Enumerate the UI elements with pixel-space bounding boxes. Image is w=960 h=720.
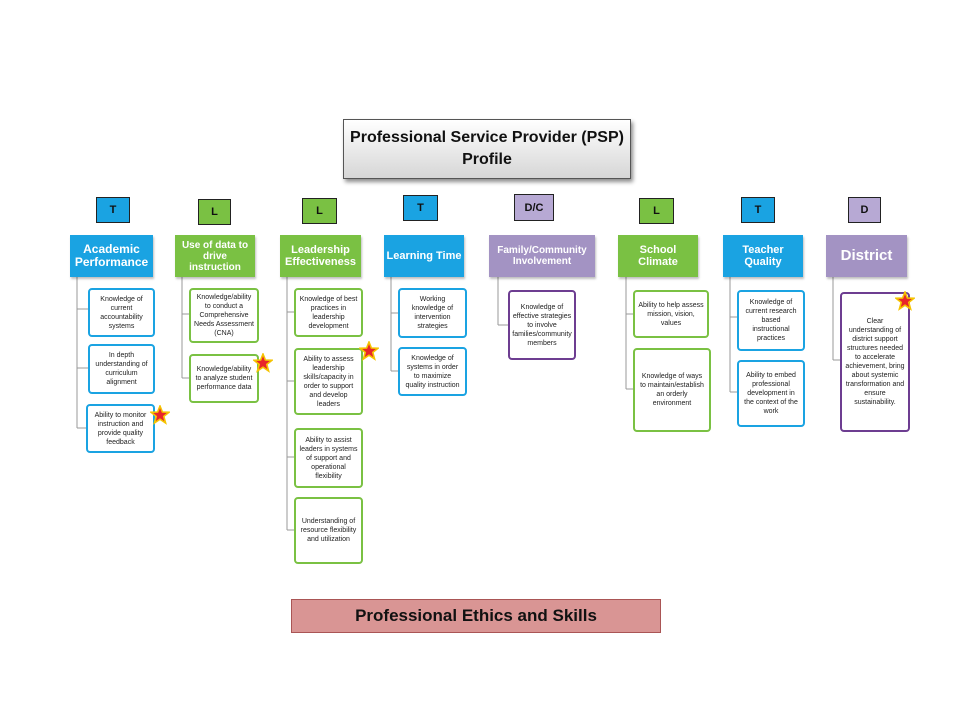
star-icon: [895, 291, 915, 311]
item-monitor-instruction: Ability to monitor instruction and provi…: [86, 404, 155, 453]
star-icon: [359, 341, 379, 361]
heading-academic-performance: Academic Performance: [70, 235, 153, 277]
item-intervention-strategies: Working knowledge of intervention strate…: [398, 288, 467, 338]
item-resource-flexibility: Understanding of resource flexibility an…: [294, 497, 363, 564]
heading-use-of-data: Use of data to drive instruction: [175, 235, 255, 277]
tag-academic-performance: T: [96, 197, 130, 223]
heading-district: District: [826, 235, 907, 277]
item-mission-vision-values: Ability to help assess mission, vision, …: [633, 290, 709, 338]
item-analyze-performance-data: Knowledge/ability to analyze student per…: [189, 354, 259, 403]
tag-learning-time: T: [403, 195, 438, 221]
heading-school-climate: School Climate: [618, 235, 698, 277]
star-icon: [150, 405, 170, 425]
tag-teacher-quality: T: [741, 197, 775, 223]
item-embed-professional-development: Ability to embed professional developmen…: [737, 360, 805, 427]
tag-family-community: D/C: [514, 194, 554, 221]
main-title: Professional Service Provider (PSP) Prof…: [343, 119, 631, 179]
item-maximize-quality-instruction: Knowledge of systems in order to maximiz…: [398, 347, 467, 396]
tag-use-of-data: L: [198, 199, 231, 225]
item-curriculum-alignment: In depth understanding of curriculum ali…: [88, 344, 155, 394]
star-icon: [253, 353, 273, 373]
tag-leadership-effectiveness: L: [302, 198, 337, 224]
item-district-support-structures: Clear understanding of district support …: [840, 292, 910, 432]
heading-teacher-quality: Teacher Quality: [723, 235, 803, 277]
tag-school-climate: L: [639, 198, 674, 224]
item-involve-families: Knowledge of effective strategies to inv…: [508, 290, 576, 360]
item-best-practices-leadership: Knowledge of best practices in leadershi…: [294, 288, 363, 337]
heading-family-community: Family/Community Involvement: [489, 235, 595, 277]
title-line-2: Profile: [462, 151, 512, 168]
item-accountability-systems: Knowledge of current accountability syst…: [88, 288, 155, 337]
item-systems-of-support: Ability to assist leaders in systems of …: [294, 428, 363, 488]
item-assess-leadership-skills: Ability to assess leadership skills/capa…: [294, 348, 363, 415]
professional-ethics-box: Professional Ethics and Skills: [291, 599, 661, 633]
item-research-based-practices: Knowledge of current research based inst…: [737, 290, 805, 351]
heading-learning-time: Learning Time: [384, 235, 464, 277]
tag-district: D: [848, 197, 881, 223]
item-conduct-cna: Knowledge/ability to conduct a Comprehen…: [189, 288, 259, 343]
title-line-1: Professional Service Provider (PSP): [350, 129, 624, 146]
item-orderly-environment: Knowledge of ways to maintain/establish …: [633, 348, 711, 432]
heading-leadership-effectiveness: Leadership Effectiveness: [280, 235, 361, 277]
